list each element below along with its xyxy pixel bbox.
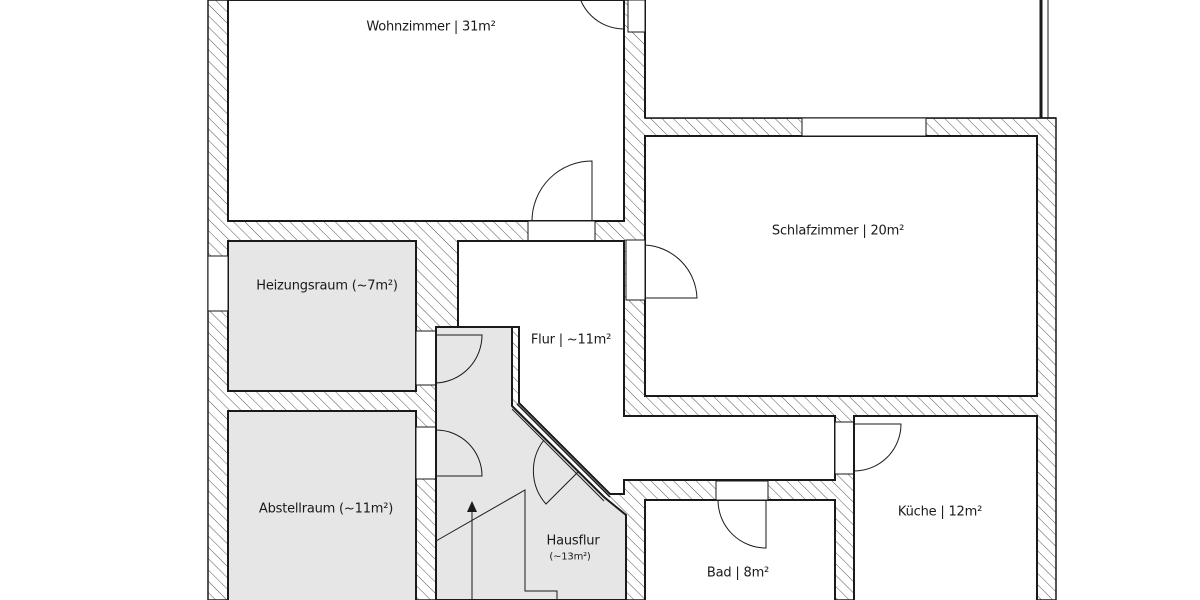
room-label-heizungsraum: Heizungsraum (~7m²) [256, 278, 398, 294]
room-schlafzimmer [644, 135, 1038, 397]
room-top-right [645, 0, 1041, 118]
stairs-direction-arrow-icon [467, 501, 477, 512]
room-label-abstellraum: Abstellraum (~11m²) [258, 501, 394, 517]
room-hausflur [435, 326, 627, 600]
room-label-bad: Bad | 8m² [706, 565, 770, 581]
room-wohnzimmer [227, 0, 625, 222]
stairs [435, 489, 558, 600]
room-abstellraum [227, 410, 417, 600]
room-heizungsraum [227, 240, 417, 392]
room-label-schlafzimmer: Schlafzimmer | 20m² [771, 223, 905, 239]
room-kueche [853, 415, 1038, 600]
room-bad [644, 499, 836, 600]
room-label-hausflur: Hausflur [546, 533, 600, 549]
room-label-wohnzimmer: Wohnzimmer | 31m² [366, 19, 496, 35]
room-label-flur: Flur | ~11m² [530, 332, 612, 348]
room-area-hausflur: (~13m²) [549, 551, 591, 563]
room-label-kueche: Küche | 12m² [897, 504, 983, 520]
